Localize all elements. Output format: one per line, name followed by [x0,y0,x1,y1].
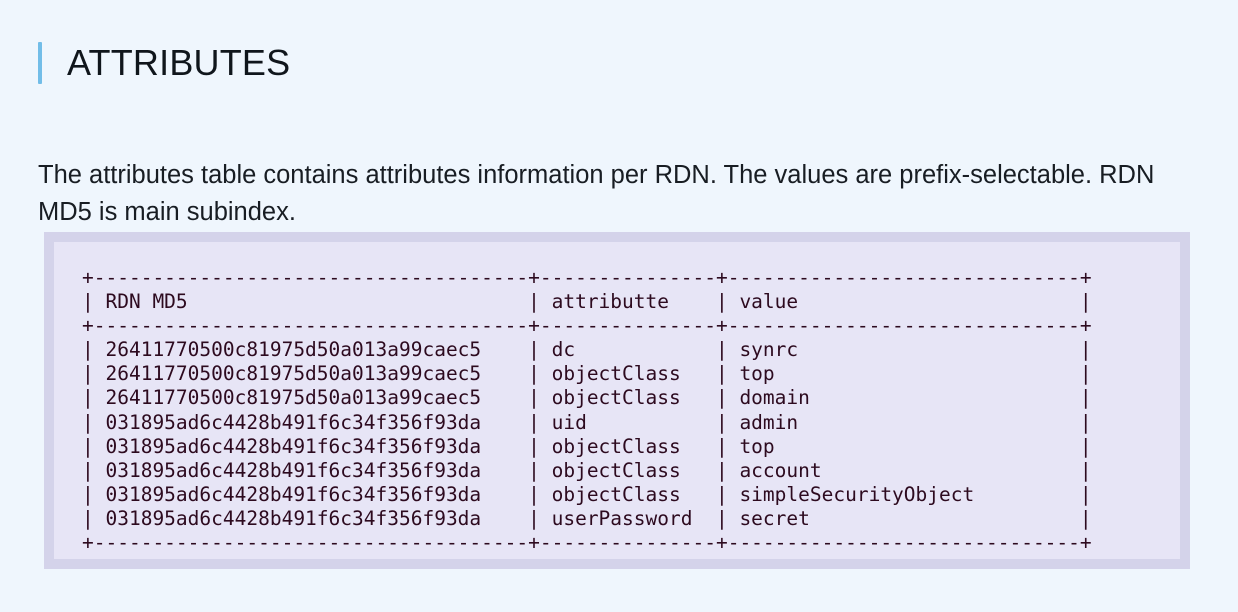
description-paragraph: The attributes table contains attributes… [38,160,1155,226]
page-title: ATTRIBUTES [67,42,291,83]
page-heading: ATTRIBUTES [38,38,290,88]
code-block-inner: +-------------------------------------+-… [54,242,1180,559]
heading-accent-bar [38,42,42,84]
ascii-attributes-table: +-------------------------------------+-… [82,266,1092,555]
code-block-frame: +-------------------------------------+-… [44,232,1190,569]
